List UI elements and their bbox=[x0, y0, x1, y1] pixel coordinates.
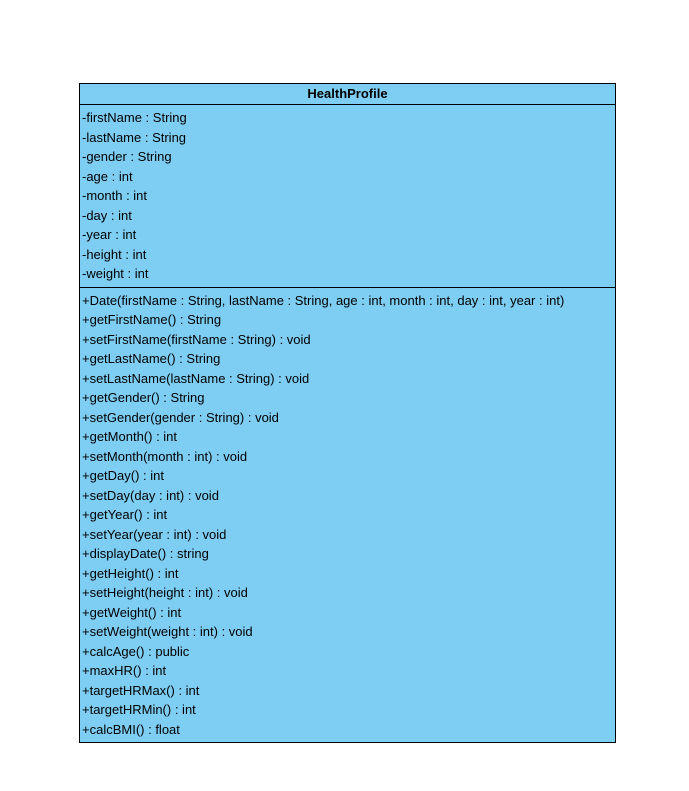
attribute-row: -year : int bbox=[82, 227, 137, 242]
operation-row: +getDay() : int bbox=[82, 468, 165, 483]
operation-row: +getMonth() : int bbox=[82, 429, 178, 444]
operation-row: +setMonth(month : int) : void bbox=[82, 448, 248, 464]
operation-row: +calcAge() : public bbox=[82, 643, 190, 659]
class-name: HealthProfile bbox=[80, 84, 615, 105]
operation-row: +targetHRMin() : int bbox=[82, 702, 196, 717]
operation-row: +setLastName(lastName : String) : void bbox=[82, 370, 310, 386]
attribute-row: -age : int bbox=[82, 168, 133, 184]
operation-row: +getYear() : int bbox=[82, 507, 168, 522]
attribute-row: -gender : String bbox=[82, 149, 172, 164]
operation-row: +setWeight(weight : int) : void bbox=[82, 624, 253, 639]
operation-row: +setFirstName(firstName : String) : void bbox=[82, 331, 311, 347]
attribute-row: -month : int bbox=[82, 188, 148, 203]
attribute-row: -weight : int bbox=[82, 266, 149, 281]
uml-class-box[interactable]: HealthProfile -firstName : String -lastNa… bbox=[79, 83, 616, 743]
attribute-row: -height : int bbox=[82, 246, 147, 262]
operation-row: +getWeight() : int bbox=[82, 604, 182, 620]
operation-row: +targetHRMax() : int bbox=[82, 682, 200, 698]
operation-row: +getLastName() : String bbox=[82, 351, 221, 366]
operation-row: +setDay(day : int) : void bbox=[82, 487, 219, 503]
operation-row: +getFirstName() : String bbox=[82, 312, 222, 327]
operation-row: +displayDate() : string bbox=[82, 546, 209, 561]
operation-row: +setHeight(height : int) : void bbox=[82, 585, 248, 600]
operation-row: +setYear(year : int) : void bbox=[82, 526, 227, 542]
attribute-row: -firstName : String bbox=[82, 110, 187, 125]
attributes-compartment: -firstName : String -lastName : String -ge… bbox=[80, 105, 615, 288]
operation-row: +getGender() : String bbox=[82, 390, 205, 405]
operations-compartment: +Date(firstName : String, lastName : Str… bbox=[80, 288, 615, 743]
operation-row: +calcBMI() : float bbox=[82, 721, 180, 737]
attribute-row: -lastName : String bbox=[82, 129, 187, 145]
attribute-row: -day : int bbox=[82, 207, 132, 223]
operation-row: +setGender(gender : String) : void bbox=[82, 409, 279, 425]
operation-row: +Date(firstName : String, lastName : Str… bbox=[82, 292, 565, 308]
operation-row: +getHeight() : int bbox=[82, 565, 179, 581]
operation-row: +maxHR() : int bbox=[82, 663, 167, 678]
